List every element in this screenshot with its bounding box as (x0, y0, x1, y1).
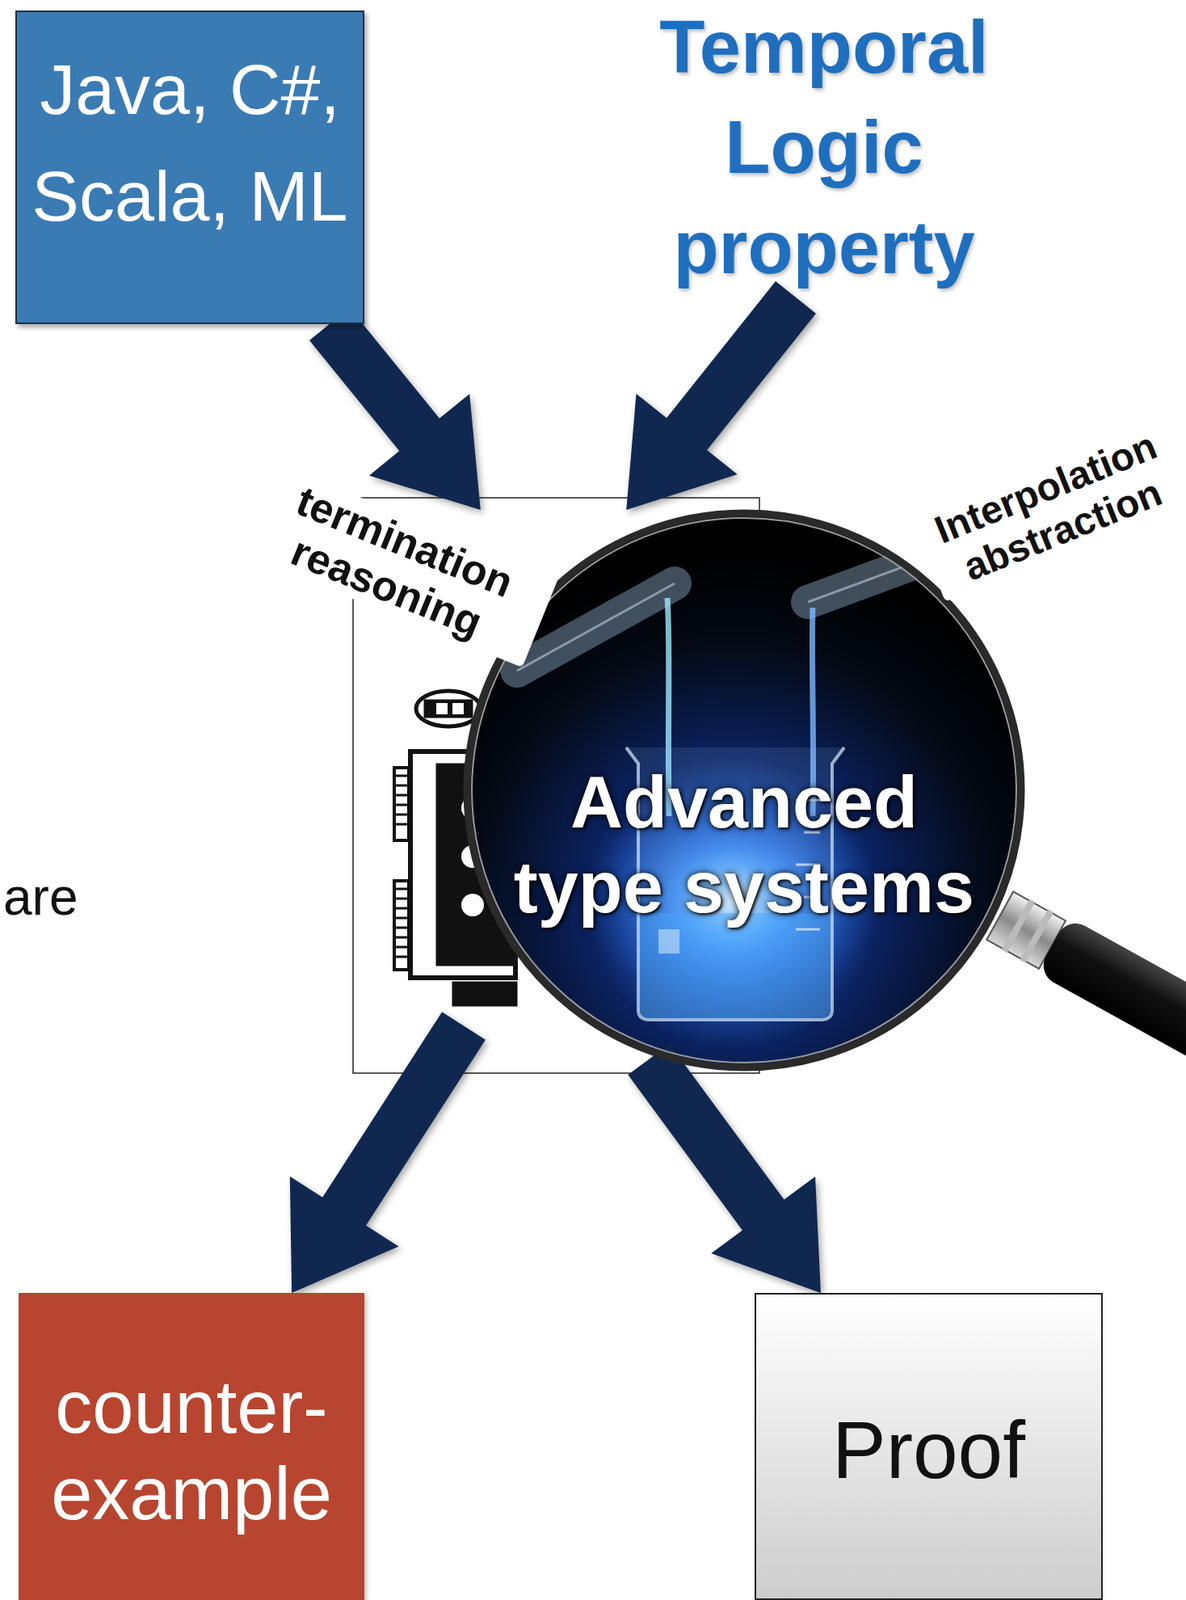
output-box: Proof (754, 1292, 1103, 1600)
output-box: counter- example (18, 1292, 365, 1600)
magnifier-handle (984, 887, 1186, 1098)
machine-knob-slot (436, 702, 448, 715)
input-box: Java, C#, Scala, ML (15, 10, 365, 324)
block-arrow (309, 307, 481, 510)
lens-rim-inner (471, 517, 1017, 1063)
machine-base (452, 981, 518, 1006)
handle-grip (1036, 916, 1186, 1098)
node-text: Proof (764, 1400, 1094, 1498)
machine-dial (461, 893, 484, 917)
block-arrow (627, 1043, 821, 1293)
cut-word: are (3, 866, 79, 928)
node-text: Advanced type systems (501, 760, 987, 930)
machine-knob-slot (452, 702, 464, 715)
block-arrow (290, 1011, 486, 1293)
node-text: Temporal Logic property (622, 0, 1027, 298)
machine-teeth (395, 775, 408, 957)
input-heading: Temporal Logic property (622, 0, 1027, 298)
node-text: counter- example (26, 1363, 357, 1537)
block-arrow (626, 281, 816, 510)
machine-knob (416, 690, 481, 727)
node-text: Java, C#, Scala, ML (25, 36, 355, 250)
technique-label: Interpolation abstraction (911, 416, 1186, 602)
machine-knob-core (424, 699, 473, 718)
beaker-tag (658, 929, 680, 954)
